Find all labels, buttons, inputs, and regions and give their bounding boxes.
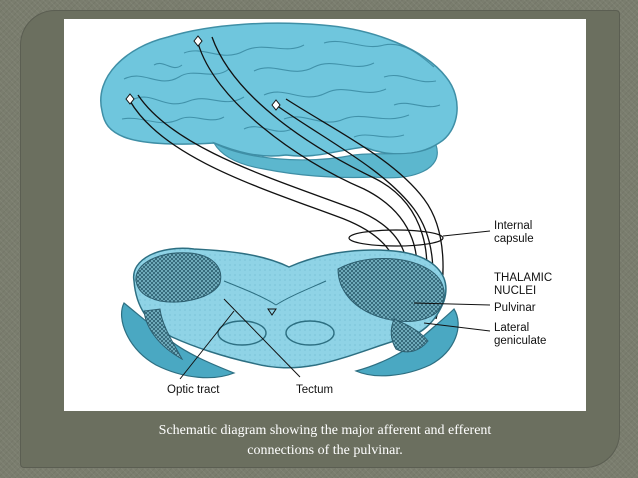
label-optic-tract: Optic tract	[167, 384, 220, 396]
label-lateral-1: Lateral	[494, 322, 529, 334]
label-internal-2: capsule	[494, 233, 534, 245]
caption-line-2: connections of the pulvinar.	[247, 443, 403, 458]
cortical-terminals	[125, 35, 281, 111]
diagram-figure: Internal capsule THALAMIC NUCLEI Pulvina…	[64, 19, 586, 411]
label-internal-1: Internal	[494, 220, 532, 232]
brain-cortex	[100, 22, 458, 179]
leader-lines	[179, 230, 491, 380]
label-thalamic-1: THALAMIC	[494, 272, 552, 284]
figure-caption: Schematic diagram showing the major affe…	[64, 421, 586, 461]
pulvinar-diagram: Internal capsule THALAMIC NUCLEI Pulvina…	[100, 22, 552, 396]
internal-capsule-ring	[348, 229, 444, 247]
label-tectum: Tectum	[296, 384, 333, 396]
label-lateral-2: geniculate	[494, 335, 546, 347]
label-pulvinar: Pulvinar	[494, 302, 536, 314]
label-thalamic-2: NUCLEI	[494, 285, 536, 297]
caption-line-1: Schematic diagram showing the major affe…	[158, 423, 492, 438]
thalamus	[120, 247, 459, 379]
diagram-labels: Internal capsule THALAMIC NUCLEI Pulvina…	[167, 220, 552, 396]
